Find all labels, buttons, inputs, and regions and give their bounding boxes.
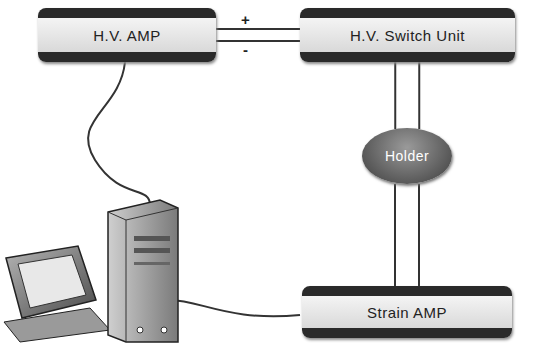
- keyboard: [4, 308, 110, 342]
- cable: [170, 300, 300, 316]
- polarity-label: +: [239, 13, 252, 27]
- polarity-label: -: [241, 43, 250, 57]
- node-label: Strain AMP: [367, 304, 447, 321]
- computer-tower: [108, 200, 178, 342]
- tower-edge: [108, 212, 126, 342]
- monitor: [6, 246, 96, 318]
- wire: [394, 62, 396, 129]
- wire: [216, 28, 300, 30]
- node-label: H.V. Switch Unit: [350, 27, 465, 44]
- amplifier-box: Strain AMP: [302, 286, 512, 338]
- power-button: [161, 327, 167, 333]
- wire: [394, 184, 396, 287]
- amplifier-box: H.V. AMP: [38, 8, 216, 62]
- wire: [418, 184, 420, 287]
- tower-edge: [126, 208, 178, 220]
- drive-bay: [134, 248, 170, 253]
- node-label: H.V. AMP: [93, 27, 161, 44]
- wire: [418, 62, 420, 129]
- drive-bay: [134, 236, 170, 241]
- monitor-screen: [18, 255, 86, 308]
- wire: [216, 40, 300, 42]
- drive-bay: [134, 262, 170, 265]
- cable: [88, 62, 150, 205]
- switch-unit-box: H.V. Switch Unit: [300, 8, 515, 62]
- node-label: Holder: [385, 148, 429, 164]
- holder-ellipse: Holder: [362, 128, 452, 184]
- power-button: [137, 327, 143, 333]
